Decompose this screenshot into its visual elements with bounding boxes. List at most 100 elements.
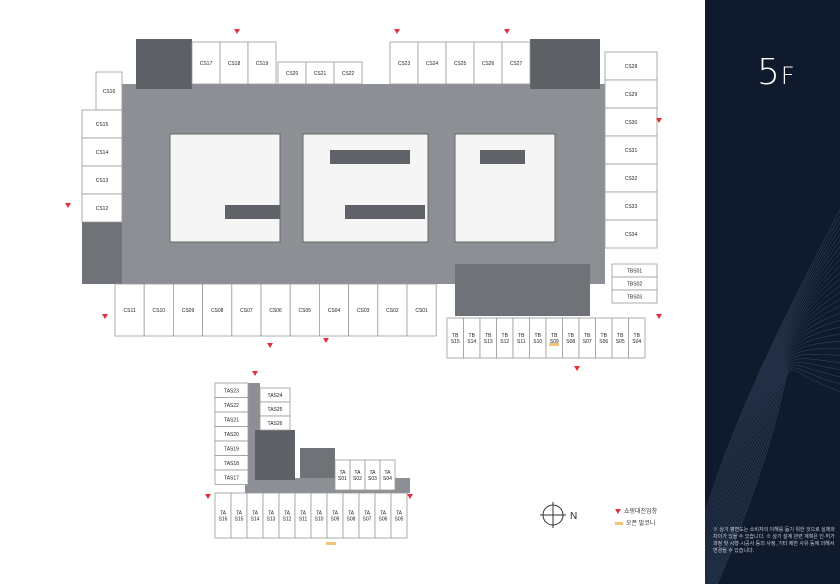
legend-balcony: 오픈 발코니	[615, 518, 655, 527]
legend-balcony-label: 오픈 발코니	[626, 521, 656, 527]
unit-tas26	[259, 415, 291, 431]
entrance-marker-1	[234, 29, 240, 34]
unit-label-cs09: CS09	[182, 308, 195, 314]
wave-line	[711, 354, 840, 584]
unit-label-cs23: CS23	[398, 61, 411, 67]
wave-line	[705, 239, 840, 539]
entrance-marker-2	[394, 29, 400, 34]
wave-line	[717, 369, 840, 584]
unit-label-cs29: CS29	[625, 92, 638, 98]
unit-label-cs31: CS31	[625, 148, 638, 154]
unit-label-cs16: CS16	[103, 89, 116, 95]
wave-lines-decoration	[705, 209, 840, 584]
wave-line	[705, 292, 840, 573]
unit-cs32	[604, 163, 658, 193]
escalator-3	[345, 205, 425, 219]
side-panel: 5F ※ 상기 평면도는 소비자의 이해를 돕기 위한 것으로 실제와 차이가 …	[705, 0, 840, 584]
unit-label-cs27: CS27	[510, 61, 523, 67]
legend-entrance-label: 쇼핑대진입창	[624, 509, 658, 515]
entrance-marker-10	[656, 314, 662, 319]
unit-label-tas22: TAS22	[224, 403, 239, 409]
unit-label-cs28: CS28	[625, 64, 638, 70]
unit-label-cs15: CS15	[96, 122, 109, 128]
unit-label-tas19: TAS19	[224, 446, 239, 452]
unit-label-cs22: CS22	[342, 71, 355, 77]
unit-label-cs08: CS08	[211, 308, 224, 314]
unit-label-tas21: TAS21	[224, 417, 239, 423]
unit-cs10	[143, 283, 174, 337]
unit-cs28	[604, 51, 658, 81]
unit-cs15	[81, 109, 123, 139]
unit-tbs03	[611, 289, 658, 304]
wave-line	[705, 215, 840, 519]
unit-cs33	[604, 191, 658, 221]
unit-label-cs19: CS19	[256, 61, 269, 67]
wave-line	[706, 326, 840, 584]
wave-line	[705, 259, 840, 553]
wave-line	[705, 272, 840, 561]
core-top-left	[136, 39, 192, 89]
unit-label-tbs03: TBS03	[627, 295, 643, 301]
unit-cs23	[389, 41, 419, 85]
legend-entrance: 쇼핑대진입창	[615, 506, 657, 515]
unit-label-cs03: CS03	[357, 308, 370, 314]
unit-ta-s05	[390, 492, 408, 539]
unit-label-cs13: CS13	[96, 178, 109, 184]
unit-label-cs11: CS11	[124, 308, 136, 314]
unit-cs19	[247, 41, 277, 85]
wave-line	[705, 319, 840, 584]
unit-cs03	[348, 283, 379, 337]
unit-label-cs30: CS30	[625, 120, 638, 126]
unit-tb-s04	[628, 317, 646, 359]
unit-label-tas25: TAS25	[268, 407, 283, 413]
unit-cs07	[231, 283, 262, 337]
unit-cs24	[417, 41, 447, 85]
floor-number: 5	[757, 52, 781, 93]
unit-cs06	[260, 283, 291, 337]
compass-label: N	[570, 511, 577, 522]
wave-line	[712, 358, 840, 584]
entrance-marker-6	[267, 343, 273, 348]
wave-line	[714, 365, 840, 584]
entrance-marker-13	[407, 494, 413, 499]
unit-cs22	[333, 61, 363, 85]
unit-label-tas18: TAS18	[224, 461, 239, 467]
wave-line	[705, 233, 840, 534]
floor-label: 5F	[757, 52, 796, 93]
unit-label-cs01: CS01	[415, 308, 428, 314]
unit-cs01	[406, 283, 437, 337]
wave-line	[705, 209, 840, 514]
unit-label-cs34: CS34	[625, 232, 638, 238]
entrance-marker-5	[102, 314, 108, 319]
unit-label-cs26: CS26	[482, 61, 495, 67]
unit-label-cs07: CS07	[240, 308, 253, 314]
balcony-marker-icon	[615, 521, 623, 525]
disclaimer-note: ※ 상기 평면도는 소비자의 이해를 돕기 위한 것으로 실제와 차이가 있을 …	[713, 527, 835, 554]
wave-line	[705, 252, 840, 548]
atrium-1	[169, 133, 281, 243]
unit-label-cs17: CS17	[200, 61, 213, 67]
unit-label-cs32: CS32	[625, 176, 638, 182]
unit-cs27	[501, 41, 531, 85]
unit-label-cs02: CS02	[386, 308, 399, 314]
entrance-marker-12	[205, 494, 211, 499]
